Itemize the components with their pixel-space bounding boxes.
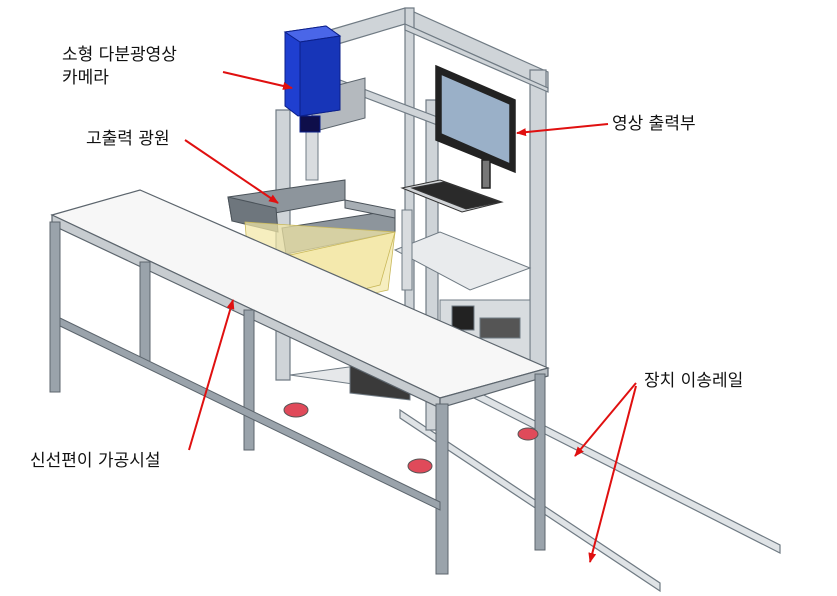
callout-arrows [184,71,637,563]
table-legs [49,221,546,575]
rail-label: 장치 이송레일 [644,371,744,391]
multispectral-camera [283,25,342,133]
camera-label-line1: 소형 다분광영상 [62,45,177,65]
display-label: 영상 출력부 [612,114,696,134]
light-source-arrow [184,139,279,204]
camera-label-line2: 카메라 [62,68,109,88]
rail-arrow-lower [588,385,637,563]
light-post [401,209,413,291]
display-arrow [516,123,609,137]
monitor [435,64,516,189]
camera-label: 소형 다분광영상 카메라 [62,44,177,90]
light-source-label: 고출력 광원 [86,129,170,149]
processing-arrow [188,299,235,451]
rail-arrow-upper [574,382,637,457]
caster-wheels [283,402,539,474]
camera-arrow [222,71,293,90]
processing-facility-label: 신선편이 가공시설 [30,451,161,471]
middle-shelf [393,231,532,291]
camera-pillar [305,131,319,181]
keyboard [400,179,504,213]
